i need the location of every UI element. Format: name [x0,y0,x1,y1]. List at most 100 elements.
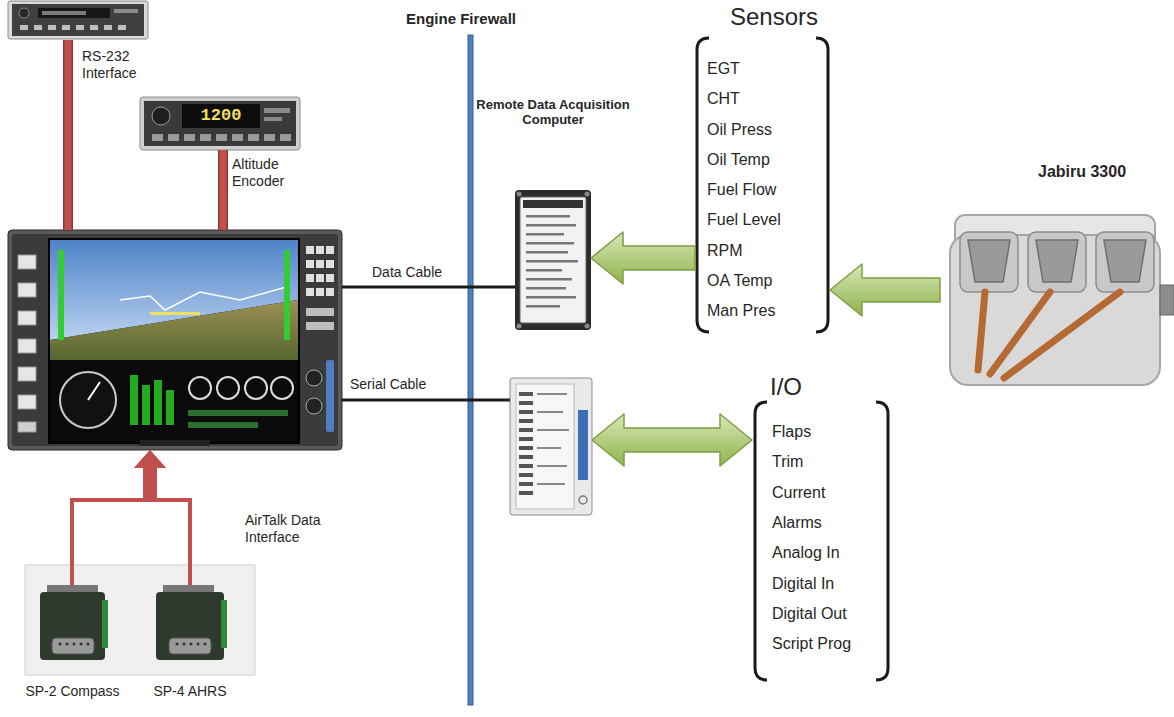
io-module-part [516,384,574,509]
efis-display-part [326,360,334,432]
io-module-part [519,437,533,441]
efis-display-part [50,300,298,360]
transponder-unit-part [182,104,260,128]
efis-display-part [188,422,258,428]
sensor-item: Man Pres [707,301,775,321]
rdac-unit-part [520,197,586,323]
sensor-list: SensorsEGTCHTOil PressOil TempFuel FlowF… [695,2,830,334]
efis-display-part [326,260,334,268]
connector [68,40,69,230]
io-module-part [519,464,533,468]
efis-display-part [18,311,36,325]
efis-display-part [271,377,293,399]
engine-drawing-part [1104,240,1146,282]
engine-drawing-part [968,240,1010,282]
radio-unit: RS-232 Interface [8,0,148,40]
list-bracket-part [816,38,828,332]
transponder-unit-part [280,134,291,141]
efis-display-part [50,360,298,442]
signal-bar-edge [218,150,228,230]
section-heading: Sensors [730,2,818,32]
engine-drawing [950,215,1174,385]
engine-label: Jabiru 3300 [1038,162,1126,181]
arrow-head [134,450,166,468]
sensor-card-part [52,638,94,654]
section-heading: I/O [770,372,802,402]
efis-display-part [306,288,314,296]
cable-label: AirTalk Data Interface [245,512,345,546]
efis-display-part [316,274,324,282]
rdac-unit-part [517,192,522,197]
radio-unit-part [20,25,28,30]
sensor-card-part [221,600,227,648]
connector [342,287,515,288]
sensor-card-part [156,592,224,660]
sensor-card-part [169,638,211,654]
io-item: Digital In [772,574,834,594]
sensor-card-part [197,643,200,646]
list-bracket-part [876,402,888,680]
efis-display-part [188,410,288,416]
rdac-unit-part [526,296,576,299]
transponder-unit-part [200,134,211,141]
cable-line [342,399,510,402]
rdac-unit [515,190,591,330]
cable-label: Data Cable [372,264,442,281]
signal-bar-edge [63,40,73,230]
efis-display-part [120,286,290,310]
efis-display-part [189,377,211,399]
efis-display-part [60,372,116,428]
radio-unit-part [76,25,84,30]
transponder-unit-part [264,134,275,141]
efis-display-part [306,398,322,414]
efis-display-part [217,377,239,399]
sensor-item: OA Temp [707,271,773,291]
transponder-unit-part [144,101,296,146]
io-item: Script Prog [772,634,851,654]
efis-display-part [316,288,324,296]
io-item: Flaps [772,422,811,442]
efis-display-part [18,395,36,409]
rdac-unit-part [526,278,572,281]
io-item: Current [772,483,825,503]
engine-drawing-part [1036,240,1078,282]
io-module-part [519,392,533,396]
radio-unit-part [48,25,56,30]
efis-display-part [18,339,36,353]
radio-unit-part [104,25,112,30]
transponder-unit [140,97,300,150]
io-module-part [519,473,533,477]
sensor-item: EGT [707,59,740,79]
io-list: I/OFlapsTrimCurrentAlarmsAnalog InDigita… [752,372,890,684]
sensor-card-part [176,643,179,646]
efis-display-part [140,440,210,446]
radio-unit-part [38,8,110,18]
device-label: Remote Data Acquisition Computer [472,97,634,128]
engine-drawing-part [1160,285,1174,315]
sensor-card-part [25,565,255,675]
radio-unit-part [12,4,144,36]
io-module-part [578,410,588,480]
connector [591,232,695,284]
sensor-card-part [102,600,108,648]
connector [592,414,752,466]
efis-display-part [18,283,36,297]
rdac-unit-part [526,215,570,218]
efis-display-part [150,312,200,315]
transponder-unit-part [264,117,282,121]
sensor-card-part [204,643,207,646]
cable-label: Serial Cable [350,376,426,393]
radio-unit-part [114,9,138,13]
data-arrow-stem [143,466,157,502]
io-module-part [579,496,587,504]
rdac-unit-part [585,324,590,329]
efis-display-part [316,260,324,268]
transponder-unit-part [152,107,170,125]
engine-block: Jabiru 3300 [940,205,1174,395]
io-item: Trim [772,452,803,472]
sensor-card-part [66,643,69,646]
engine-drawing-part [990,292,1050,374]
engine-drawing-part [978,292,985,370]
altitude-encoder: 1200Altitude Encoder [140,97,300,150]
io-module-part [519,482,533,486]
